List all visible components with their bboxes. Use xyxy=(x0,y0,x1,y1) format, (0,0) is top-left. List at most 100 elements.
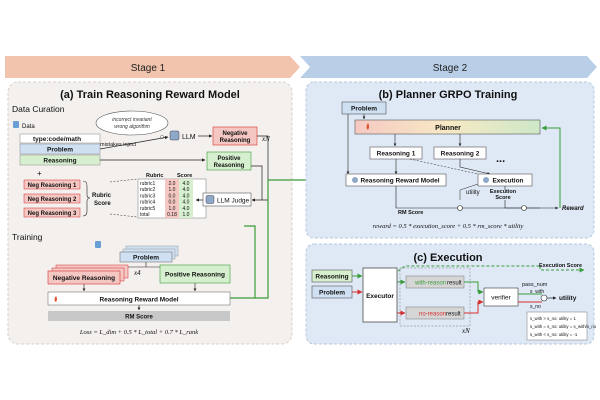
stage1-banner: Stage 1 xyxy=(5,56,300,78)
c-verifier-label: verifier xyxy=(491,295,511,302)
neg-reasoning-2-box xyxy=(23,193,81,204)
rubric-row-name: total xyxy=(140,212,149,218)
loss-formula: Loss = L_dim + 0.5 * L_total + 0.7 * L_r… xyxy=(79,329,198,336)
neg-reasoning-3-box xyxy=(23,207,81,218)
c-result1-label: result xyxy=(447,281,462,287)
c-executor-label: Executor xyxy=(366,293,394,300)
rubric-row-neg: 2.0 xyxy=(169,181,176,187)
brace xyxy=(82,180,91,217)
arrow-exec-utility xyxy=(459,183,479,200)
training-data-icon xyxy=(95,241,101,248)
positive-reasoning-line2: Reasoning xyxy=(214,163,245,169)
b-execution-score-line1: Execution xyxy=(490,189,517,195)
dash-to-table-top xyxy=(109,178,138,183)
rm-score-bar xyxy=(48,311,230,321)
llm-judge-label: LLM Judge xyxy=(217,198,250,205)
rubric-score-line1: Rubric xyxy=(92,193,112,199)
c-rule-line: s_with = s_no: utility = s_with/s_no xyxy=(530,324,597,329)
rubric-row-pos: 4.0 xyxy=(183,181,190,187)
train-negative-label: Negative Reasoning xyxy=(53,275,115,282)
train-rrm-label: Reasoning Reward Model xyxy=(99,297,178,304)
llm-judge-box xyxy=(202,192,252,207)
positive-reasoning-line1: Positive xyxy=(217,156,241,162)
c-results-frame xyxy=(399,267,471,327)
mistakes-inject-label: mistakes inject xyxy=(100,142,137,148)
c-utility-label: utility xyxy=(559,295,577,302)
rubric-row-pos: 4.0 xyxy=(183,193,190,199)
stage2-label: Stage 2 xyxy=(433,63,468,74)
c-compare-node xyxy=(540,294,548,302)
rubric-row-name: rubric1 xyxy=(140,181,156,187)
rubric-row-neg: 1.0 xyxy=(169,187,176,193)
neg-reasoning-1-box xyxy=(23,179,81,190)
rubric-pos-column xyxy=(179,179,193,218)
c-xN-label: xN xyxy=(461,327,470,335)
neg-reasoning-1-label: Neg Reasoning 1 xyxy=(28,183,77,189)
c-s-with-label: s_with xyxy=(530,289,544,295)
arrow-negative-to-judge xyxy=(251,135,269,202)
panel-c-title: (c) Execution xyxy=(413,252,482,264)
c-verifier-box xyxy=(483,287,519,307)
arrow-data-to-llm xyxy=(99,135,169,150)
bubble-line2: wrong algorithm xyxy=(114,124,150,130)
planner-flame-icon xyxy=(366,123,369,130)
c-arrow-no-verifier xyxy=(464,299,484,314)
rubric-rows: rubric1 2.0 4.0 rubric2 1.0 4.0 rubric3 0.0 4.0 r… xyxy=(140,181,190,218)
type-box xyxy=(19,133,101,144)
c-executor-box xyxy=(362,267,398,323)
c-rule-line: s_with < s_no: utility = -1 xyxy=(530,332,578,337)
b-reasoning2-label: Reasoning 2 xyxy=(441,151,480,158)
flame-icon xyxy=(54,296,57,302)
type-label: type:code/math xyxy=(33,136,81,143)
b-reward-formula: reward = 0.5 * execution_score + 0.5 * r… xyxy=(373,223,524,230)
rubric-row-pos: 1.0 xyxy=(183,212,190,218)
training-heading: Training xyxy=(12,232,43,242)
b-execution-label: Execution xyxy=(492,178,523,185)
arrow-positive-to-judge xyxy=(251,165,263,200)
negative-reasoning-line2: Reasoning xyxy=(220,138,251,144)
rubric-row-neg: 1.0 xyxy=(169,206,176,212)
c-no-reason-label: no-reason xyxy=(419,312,446,318)
rubric-neg-column xyxy=(165,179,179,218)
score-header: Score xyxy=(177,173,192,179)
rubric-row-name: rubric4 xyxy=(140,200,156,206)
rubric-row-pos: 4.0 xyxy=(183,187,190,193)
b-reward-label: Reward xyxy=(562,206,584,212)
neg-reasoning-2-label: Neg Reasoning 2 xyxy=(28,197,77,203)
rubric-row-neg: 0.0 xyxy=(169,200,176,206)
c-execution-score-label: Execution Score xyxy=(539,263,582,269)
thought-bubble xyxy=(95,110,169,136)
reward-feedback-arrow xyxy=(541,125,561,208)
c-rule-line: s_with > s_no: utility = 1 xyxy=(530,316,576,321)
b-execution-score-line2: Score xyxy=(495,195,510,201)
llm-label: LLM xyxy=(182,134,196,141)
rubric-row-name: rubric3 xyxy=(140,193,156,199)
rubric-row-name: rubric2 xyxy=(140,187,156,193)
data-curation-heading: Data Curation xyxy=(12,104,65,114)
x4-label: x4 xyxy=(133,269,141,277)
green-feedback-arrow xyxy=(230,225,256,299)
panel-b-title: (b) Planner GRPO Training xyxy=(379,89,518,101)
b-rrm-label: Reasoning Reward Model xyxy=(360,178,439,185)
reasoning-label: Reasoning xyxy=(43,158,76,165)
arrow-rrm-score xyxy=(395,186,540,209)
b-dots: ... xyxy=(496,153,505,165)
rubric-row-pos: 4.0 xyxy=(183,200,190,206)
llm-judge-icon xyxy=(205,195,215,204)
arrow-r2-exec xyxy=(459,159,491,175)
panel-a-title: (a) Train Reasoning Reward Model xyxy=(60,89,240,101)
neg-reasoning-3-label: Neg Reasoning 3 xyxy=(28,211,77,217)
c-exec-score-arrow xyxy=(397,265,540,272)
c-reasoning-label: Reasoning xyxy=(315,274,348,281)
bubble-line1: incorrect invariant xyxy=(112,117,152,123)
c-s-no-label: s_no xyxy=(530,304,541,310)
c-pass-num-label: pass_num xyxy=(522,282,548,288)
dash-to-table-bottom xyxy=(109,213,138,218)
b-sum-node xyxy=(521,205,527,211)
c-exec-score-arrow-tail xyxy=(539,266,585,273)
b-utility-label: utility xyxy=(466,190,480,196)
b-reasoning1-label: Reasoning 1 xyxy=(377,151,416,158)
